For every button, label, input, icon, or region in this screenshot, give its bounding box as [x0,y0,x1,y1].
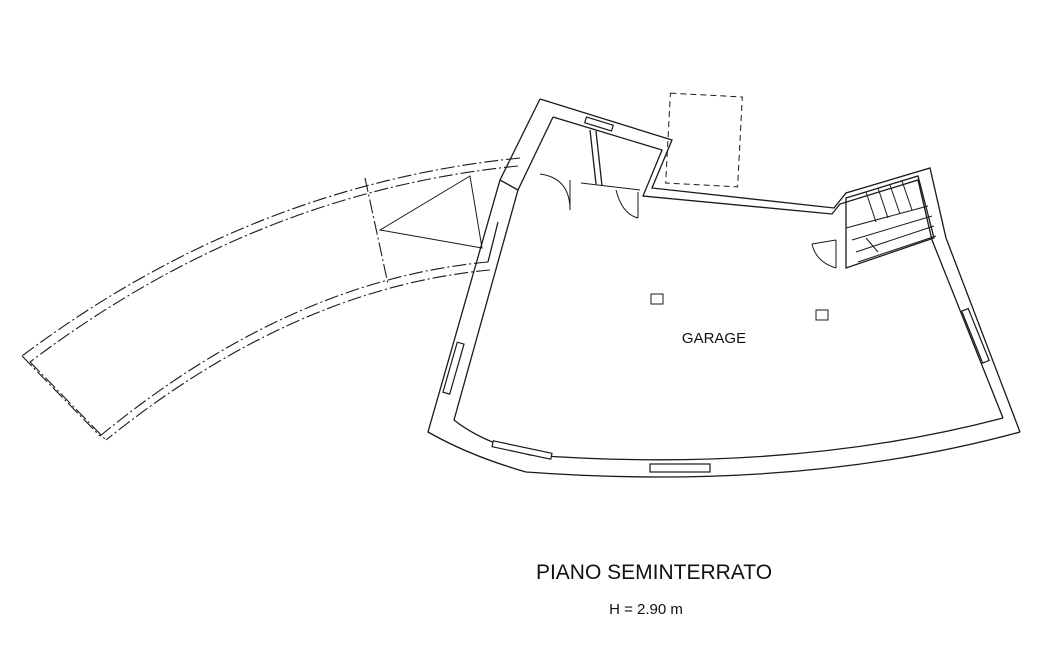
window [960,307,990,364]
exterior-walls [427,98,1021,478]
height-label: H = 2.90 m [609,601,683,618]
staircase [811,175,937,269]
floor-title: PIANO SEMINTERRATO [536,561,772,584]
column [815,309,829,321]
service-rooms [539,129,641,219]
column [650,293,664,305]
window [491,440,553,460]
skylight-outline [665,92,743,188]
window [442,341,465,395]
room-label-garage: GARAGE [682,330,746,347]
window [583,116,615,132]
window [649,463,711,473]
windows [442,116,990,473]
access-ramp [21,157,521,441]
